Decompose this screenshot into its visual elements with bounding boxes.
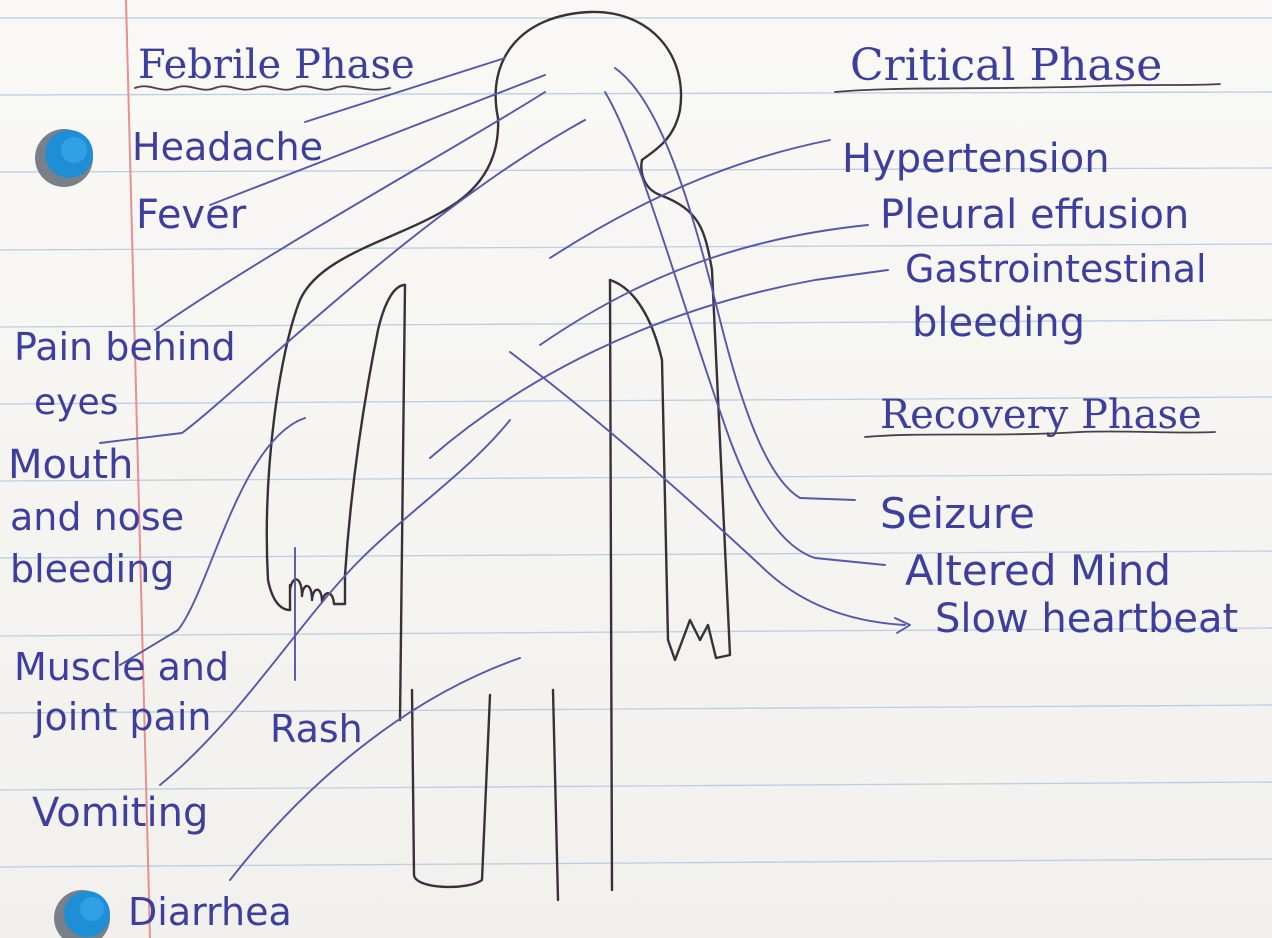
heading-febrile: Febrile Phase: [138, 42, 415, 88]
label-pain-behind-eyes-1: Pain behind: [14, 325, 236, 369]
label-slow-heartbeat: Slow heartbeat: [935, 596, 1238, 642]
label-seizure: Seizure: [880, 489, 1035, 538]
leader-heartbeat: [510, 352, 905, 625]
label-muscle-joint-1: Muscle and: [14, 645, 229, 689]
label-mouth-nose-2: and nose: [10, 495, 184, 539]
label-fever: Fever: [136, 192, 247, 238]
label-gi-bleeding-1: Gastrointestinal: [905, 247, 1207, 291]
binder-hole-top: [35, 129, 93, 187]
label-pain-behind-eyes-2: eyes: [34, 382, 118, 423]
leader-diarrhea: [230, 658, 520, 880]
heading-recovery: Recovery Phase: [880, 392, 1202, 438]
label-headache: Headache: [132, 125, 323, 169]
heading-critical: Critical Phase: [850, 40, 1162, 91]
label-altered-mind: Altered Mind: [905, 546, 1171, 595]
leader-gi: [430, 270, 888, 458]
label-gi-bleeding-2: bleeding: [912, 300, 1085, 346]
binder-hole-bottom: [54, 890, 110, 938]
label-diarrhea: Diarrhea: [128, 890, 292, 934]
leader-hypertension: [550, 140, 830, 258]
leader-muscle: [120, 418, 305, 665]
label-mouth-nose-1: Mouth: [8, 442, 133, 488]
leader-pleural: [540, 225, 868, 345]
label-muscle-joint-2: joint pain: [33, 695, 211, 739]
leader-seizure: [615, 68, 855, 500]
label-pleural-effusion: Pleural effusion: [880, 192, 1189, 238]
leader-lines: [100, 58, 910, 880]
label-mouth-nose-3: bleeding: [10, 547, 174, 591]
label-hypertension: Hypertension: [842, 136, 1110, 182]
label-rash: Rash: [270, 707, 363, 751]
label-vomiting: Vomiting: [32, 790, 208, 836]
